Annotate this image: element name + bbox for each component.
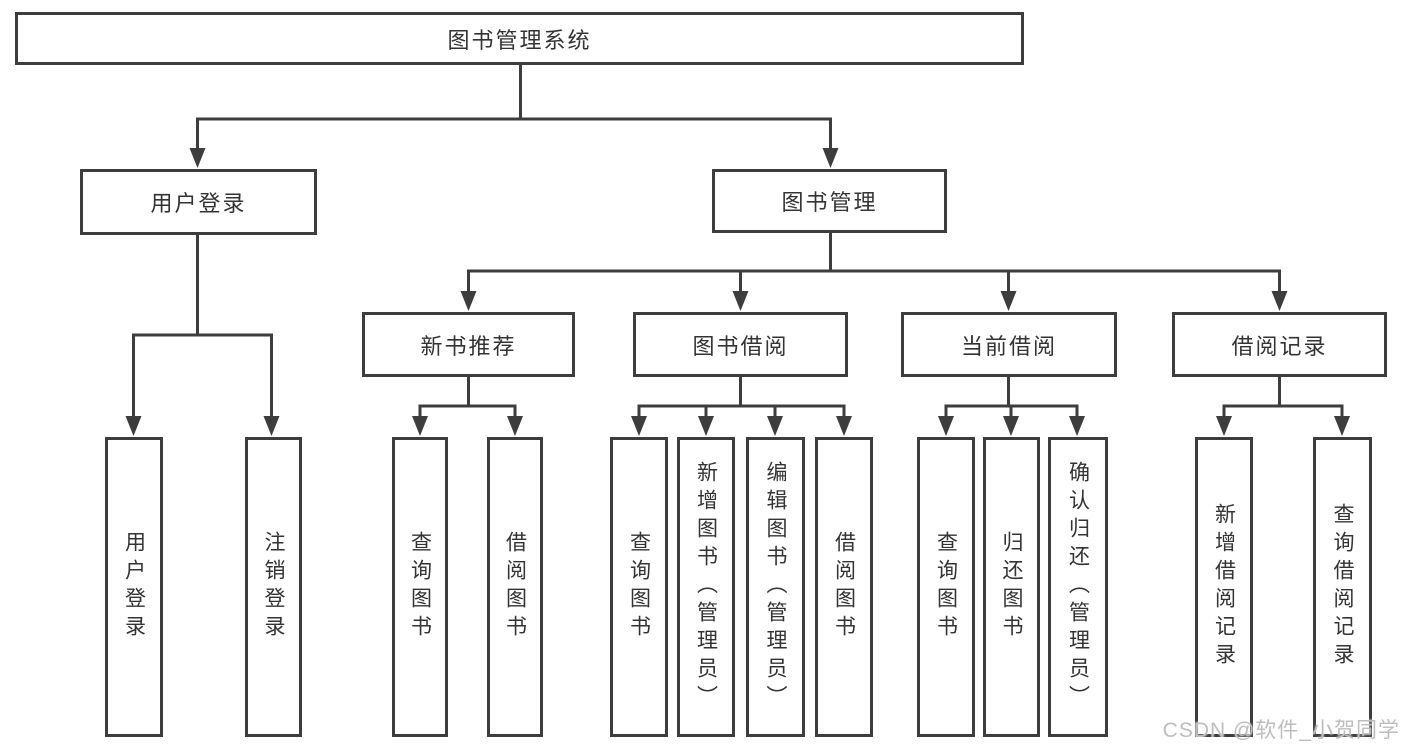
arrowhead-leaf-add-books: [698, 416, 714, 436]
leaf-query-borrow-record-label: 查询借阅记录: [1331, 503, 1354, 671]
leaf-add-books-admin-label: 新增图书（管理员）: [694, 461, 718, 713]
arrowhead-leaf-confirm-return: [1069, 416, 1085, 436]
leaf-add-books-admin: 新增图书（管理员）: [677, 437, 735, 737]
arrowhead-leaf-borrow-books-1: [507, 416, 523, 436]
connector-current-borrow-children: [944, 377, 1079, 417]
leaf-query-books-2-label: 查询图书: [627, 531, 651, 643]
arrowhead-book-borrow: [732, 291, 749, 311]
arrowhead-current-borrow: [1000, 291, 1017, 311]
leaf-query-books-1-label: 查询图书: [408, 531, 432, 643]
node-new-book-recommend: 新书推荐: [362, 312, 575, 377]
node-library-system-label: 图书管理系统: [447, 27, 592, 53]
arrowhead-leaf-query-borrow-record: [1334, 416, 1350, 436]
connector-book-management-children: [467, 233, 1281, 292]
leaf-confirm-return-admin-label: 确认归还（管理员）: [1066, 461, 1090, 713]
connector-new-book-recommend-children: [418, 377, 517, 417]
leaf-query-books-2: 查询图书: [610, 437, 668, 737]
leaf-borrow-books-2: 借阅图书: [815, 437, 873, 737]
arrowhead-borrow-records: [1271, 291, 1288, 311]
node-book-borrow: 图书借阅: [633, 312, 848, 377]
leaf-borrow-books-1-label: 借阅图书: [503, 531, 527, 643]
node-user-login-label: 用户登录: [150, 191, 247, 216]
arrowhead-leaf-edit-books: [767, 416, 783, 436]
node-book-borrow-label: 图书借阅: [692, 333, 789, 359]
leaf-return-books-label: 归还图书: [1000, 531, 1023, 643]
node-current-borrow: 当前借阅: [901, 312, 1117, 377]
arrowhead-leaf-query-books-2: [631, 416, 647, 436]
connector-book-borrow-children: [637, 377, 846, 417]
arrowhead-leaf-return-books: [1003, 416, 1019, 436]
arrowhead-leaf-user-login: [125, 416, 142, 436]
node-current-borrow-label: 当前借阅: [960, 333, 1057, 359]
leaf-edit-books-admin-label: 编辑图书（管理员）: [764, 461, 787, 713]
leaf-edit-books-admin: 编辑图书（管理员）: [746, 437, 805, 737]
arrowhead-leaf-query-books-1: [412, 416, 428, 436]
leaf-query-books-1: 查询图书: [392, 437, 448, 737]
node-book-management: 图书管理: [712, 169, 947, 233]
arrowhead-leaf-logout: [263, 416, 280, 436]
leaf-borrow-books-1: 借阅图书: [487, 437, 543, 737]
leaf-logout: 注销登录: [245, 437, 302, 737]
leaf-query-borrow-record: 查询借阅记录: [1313, 437, 1372, 737]
arrowhead-user-login: [189, 148, 206, 168]
node-new-book-recommend-label: 新书推荐: [420, 333, 517, 359]
arrowhead-leaf-borrow-books-2: [836, 416, 852, 436]
node-book-management-label: 图书管理: [781, 190, 878, 215]
leaf-query-books-3: 查询图书: [917, 437, 975, 737]
leaf-confirm-return-admin: 确认归还（管理员）: [1048, 437, 1108, 737]
node-user-login: 用户登录: [80, 169, 317, 235]
leaf-return-books: 归还图书: [983, 437, 1040, 737]
leaf-add-borrow-record: 新增借阅记录: [1195, 437, 1253, 737]
connector-root-to-level2: [196, 65, 832, 148]
leaf-add-borrow-record-label: 新增借阅记录: [1212, 503, 1236, 671]
arrowhead-book-management: [822, 148, 839, 168]
node-borrow-records: 借阅记录: [1172, 312, 1387, 377]
node-borrow-records-label: 借阅记录: [1231, 333, 1328, 359]
arrowhead-leaf-add-borrow-record: [1216, 416, 1232, 436]
connector-user-login-children: [132, 235, 273, 417]
node-library-system: 图书管理系统: [15, 12, 1024, 65]
leaf-logout-label: 注销登录: [262, 531, 285, 643]
watermark: CSDN @软件_小贺同学: [1162, 719, 1400, 742]
leaf-user-login: 用户登录: [105, 437, 163, 737]
leaf-query-books-3-label: 查询图书: [934, 531, 958, 643]
arrowhead-new-book-recommend: [460, 291, 477, 311]
leaf-borrow-books-2-label: 借阅图书: [832, 531, 856, 643]
connector-borrow-records-children: [1222, 377, 1344, 417]
leaf-user-login-label: 用户登录: [122, 531, 146, 643]
arrowhead-leaf-query-books-3: [938, 416, 954, 436]
